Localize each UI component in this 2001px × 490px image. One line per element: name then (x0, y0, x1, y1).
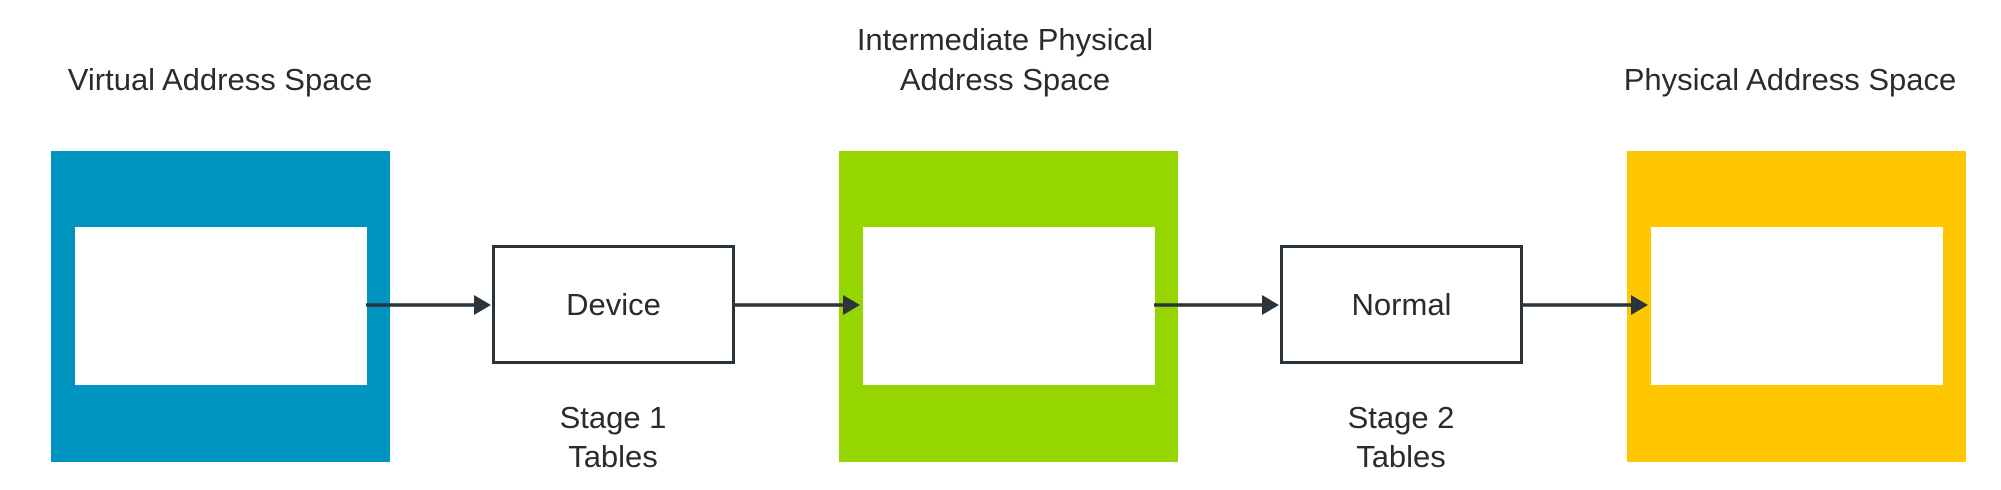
intermediate-address-region (863, 227, 1155, 385)
intermediate-address-space-title-line1: Intermediate Physical (856, 22, 1154, 57)
arrow-head-stage2-to-physical (1631, 295, 1648, 315)
arrow-head-stage1-to-intermediate (843, 295, 860, 315)
stage2-table-label: Normal (1351, 286, 1452, 322)
virtual-address-space-block (51, 151, 390, 462)
virtual-address-space-title: Virtual Address Space (67, 62, 373, 97)
physical-address-space-title: Physical Address Space (1623, 62, 1957, 97)
stage2-table-box: Normal (1280, 245, 1523, 364)
stage2-caption-line2: Tables (1356, 439, 1446, 474)
physical-address-space-block (1627, 151, 1966, 462)
stage1-table-label: Device (566, 286, 661, 322)
virtual-address-region (75, 227, 367, 385)
intermediate-address-space-title-line2: Address Space (899, 62, 1111, 97)
arrow-head-intermediate-to-stage2 (1262, 295, 1279, 315)
arrow-head-virtual-to-stage1 (474, 295, 491, 315)
intermediate-address-space-block (839, 151, 1178, 462)
stage2-caption-line1: Stage 2 (1347, 400, 1455, 435)
stage1-table-box: Device (492, 245, 735, 364)
stage1-caption-line1: Stage 1 (559, 400, 667, 435)
physical-address-region (1651, 227, 1943, 385)
stage1-caption-line2: Tables (568, 439, 658, 474)
